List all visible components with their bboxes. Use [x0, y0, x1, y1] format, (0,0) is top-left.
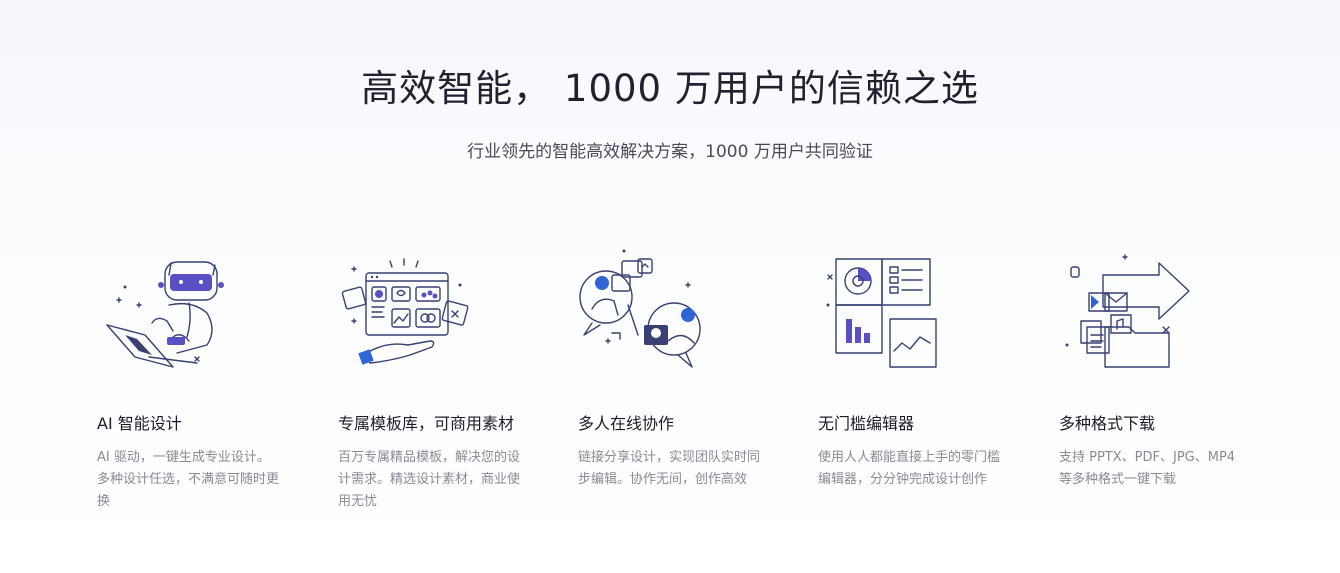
robot-laptop-illustration — [97, 245, 287, 380]
puzzle-editor-illustration — [818, 245, 1008, 380]
feature-title: 多人在线协作 — [578, 414, 675, 433]
feature-description: 使用人人都能直接上手的零门槛编辑器，分分钟完成设计创作 — [818, 450, 1001, 487]
feature-title: 专属模板库，可商用素材 — [338, 414, 515, 433]
feature-title: AI 智能设计 — [97, 414, 182, 433]
template-board-illustration — [338, 245, 528, 380]
hero-title: 高效智能， 1000 万用户的信赖之选 — [361, 67, 979, 110]
features-row: AI 智能设计 AI 驱动，一键生成专业设计。多种设计任选，不满意可随时更换 — [97, 245, 1257, 545]
team-collaboration-illustration — [578, 245, 768, 380]
feature-title: 无门槛编辑器 — [818, 414, 915, 433]
feature-description: 百万专属精品模板，解决您的设计需求。精选设计素材，商业使用无忧 — [338, 450, 521, 509]
feature-description: 链接分享设计，实现团队实时同步编辑。协作无间，创作高效 — [578, 450, 761, 487]
feature-title: 多种格式下载 — [1059, 414, 1156, 433]
feature-description: AI 驱动，一键生成专业设计。多种设计任选，不满意可随时更换 — [97, 450, 280, 509]
hero-subtitle: 行业领先的智能高效解决方案，1000 万用户共同验证 — [467, 142, 873, 162]
feature-description: 支持 PPTX、PDF、JPG、MP4 等多种格式一键下载 — [1059, 450, 1236, 487]
multi-format-download-illustration — [1059, 245, 1249, 380]
